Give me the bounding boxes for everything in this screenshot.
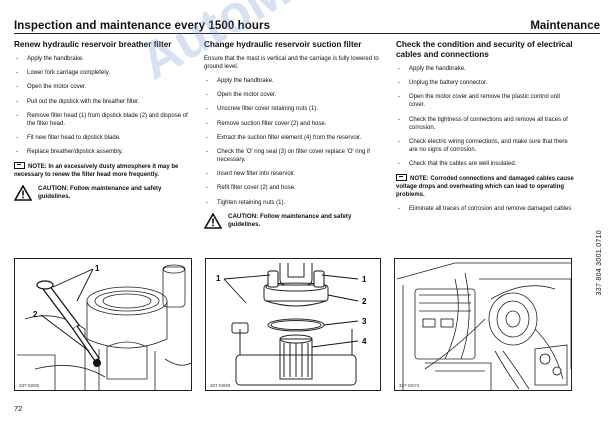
column-heading: Change hydraulic reservoir suction filte… <box>204 40 362 49</box>
column-suction-filter: Change hydraulic reservoir suction filte… <box>204 40 382 229</box>
note-icon <box>14 162 25 170</box>
callout-label: 1 <box>95 264 100 273</box>
step-item: Eliminate all traces of corrosion and re… <box>396 205 574 213</box>
step-item: Check the tightness of connections and r… <box>396 116 574 132</box>
section-title: Maintenance <box>530 20 600 32</box>
step-item: Lower fork carriage completely. <box>14 69 190 77</box>
callout-label: 1 <box>216 274 221 283</box>
figure-code: 337-02/74 <box>399 383 420 388</box>
column-heading: Renew hydraulic reservoir breather filte… <box>14 40 172 49</box>
step-list: Apply the handbrake. Lower fork carriage… <box>14 55 190 156</box>
step-item: Unscrew filter cover retaining nuts (1). <box>204 105 382 113</box>
figure-code: 337-02/92 <box>19 383 40 388</box>
caution-text: CAUTION: Follow maintenance and safety g… <box>38 185 162 201</box>
step-item: Check that the cables are well insulated… <box>396 160 574 168</box>
note-text: NOTE: Corroded connections and damaged c… <box>396 176 574 199</box>
note: NOTE: In an excessively dusty atmosphere… <box>14 162 190 179</box>
step-item: Open the motor cover and remove the plas… <box>396 93 574 109</box>
note: NOTE: Corroded connections and damaged c… <box>396 174 574 199</box>
step-list: Apply the handbrake. Unplug the battery … <box>396 65 574 168</box>
step-item: Fit new filter head to dipstick blade. <box>14 134 190 142</box>
column-electrical-check: Check the condition and security of elec… <box>396 40 574 219</box>
caution-text: CAUTION: Follow maintenance and safety g… <box>228 212 352 228</box>
callout-label: 1 <box>362 275 367 284</box>
step-item: Pull out the dipstick with the breather … <box>14 98 190 106</box>
step-list: Eliminate all traces of corrosion and re… <box>396 205 574 213</box>
page-title: Inspection and maintenance every 1500 ho… <box>14 20 271 32</box>
electrical-connections-illustration <box>396 262 571 390</box>
step-item: Open the motor cover. <box>14 83 190 91</box>
intro-text: Ensure that the mast is vertical and the… <box>204 56 379 70</box>
breather-filter-illustration: 1 2 <box>17 264 191 390</box>
note-text: NOTE: In an excessively dusty atmosphere… <box>14 164 179 179</box>
step-item: Check the 'O' ring seal (3) on filter co… <box>204 148 382 164</box>
step-item: Insert new filter into reservoir. <box>204 170 382 178</box>
warning-icon <box>14 185 32 202</box>
step-item: Open the motor cover. <box>204 91 382 99</box>
step-item: Replace breather/dipstick assembly. <box>14 148 190 156</box>
caution: CAUTION: Follow maintenance and safety g… <box>14 185 190 202</box>
column-breather-filter: Renew hydraulic reservoir breather filte… <box>14 40 190 202</box>
step-item: Remove suction filter cover (2) and hose… <box>204 120 382 128</box>
figure-electrical-connections: 337-02/74 <box>394 258 572 391</box>
figure-breather-filter: 1 2 337-02/92 <box>14 258 192 391</box>
suction-filter-illustration: 1 1 2 3 4 <box>216 263 367 386</box>
page-number: 72 <box>14 404 23 413</box>
note-icon <box>396 174 407 182</box>
callout-label: 2 <box>362 297 367 306</box>
step-item: Apply the handbrake. <box>396 65 574 73</box>
step-item: Tighten retaining nuts (1). <box>204 199 382 207</box>
page-header: Inspection and maintenance every 1500 ho… <box>14 12 600 32</box>
step-list: Apply the handbrake. Open the motor cove… <box>204 77 382 207</box>
step-item: Unplug the battery connector. <box>396 79 574 87</box>
caution: CAUTION: Follow maintenance and safety g… <box>204 212 382 229</box>
warning-icon <box>204 212 222 229</box>
header-rule <box>14 33 600 34</box>
step-item: Apply the handbrake. <box>14 55 190 63</box>
step-item: Refit filter cover (2) and hose. <box>204 184 382 192</box>
figure-suction-filter: 1 1 2 3 4 337-02/93 <box>205 258 381 391</box>
column-heading: Check the condition and security of elec… <box>396 40 573 59</box>
document-code-text: 337 804 3001.0710 <box>596 230 603 296</box>
step-item: Extract the suction filter element (4) f… <box>204 134 382 142</box>
callout-label: 2 <box>33 310 38 319</box>
step-item: Remove filter head (1) from dipstick bla… <box>14 112 190 128</box>
callout-label: 3 <box>362 317 367 326</box>
document-code: 337 804 3001.0710 <box>596 230 606 295</box>
figure-code: 337-02/93 <box>210 383 231 388</box>
step-item: Apply the handbrake. <box>204 77 382 85</box>
step-item: Check electric wiring connections, and m… <box>396 138 574 154</box>
callout-label: 4 <box>362 337 367 346</box>
